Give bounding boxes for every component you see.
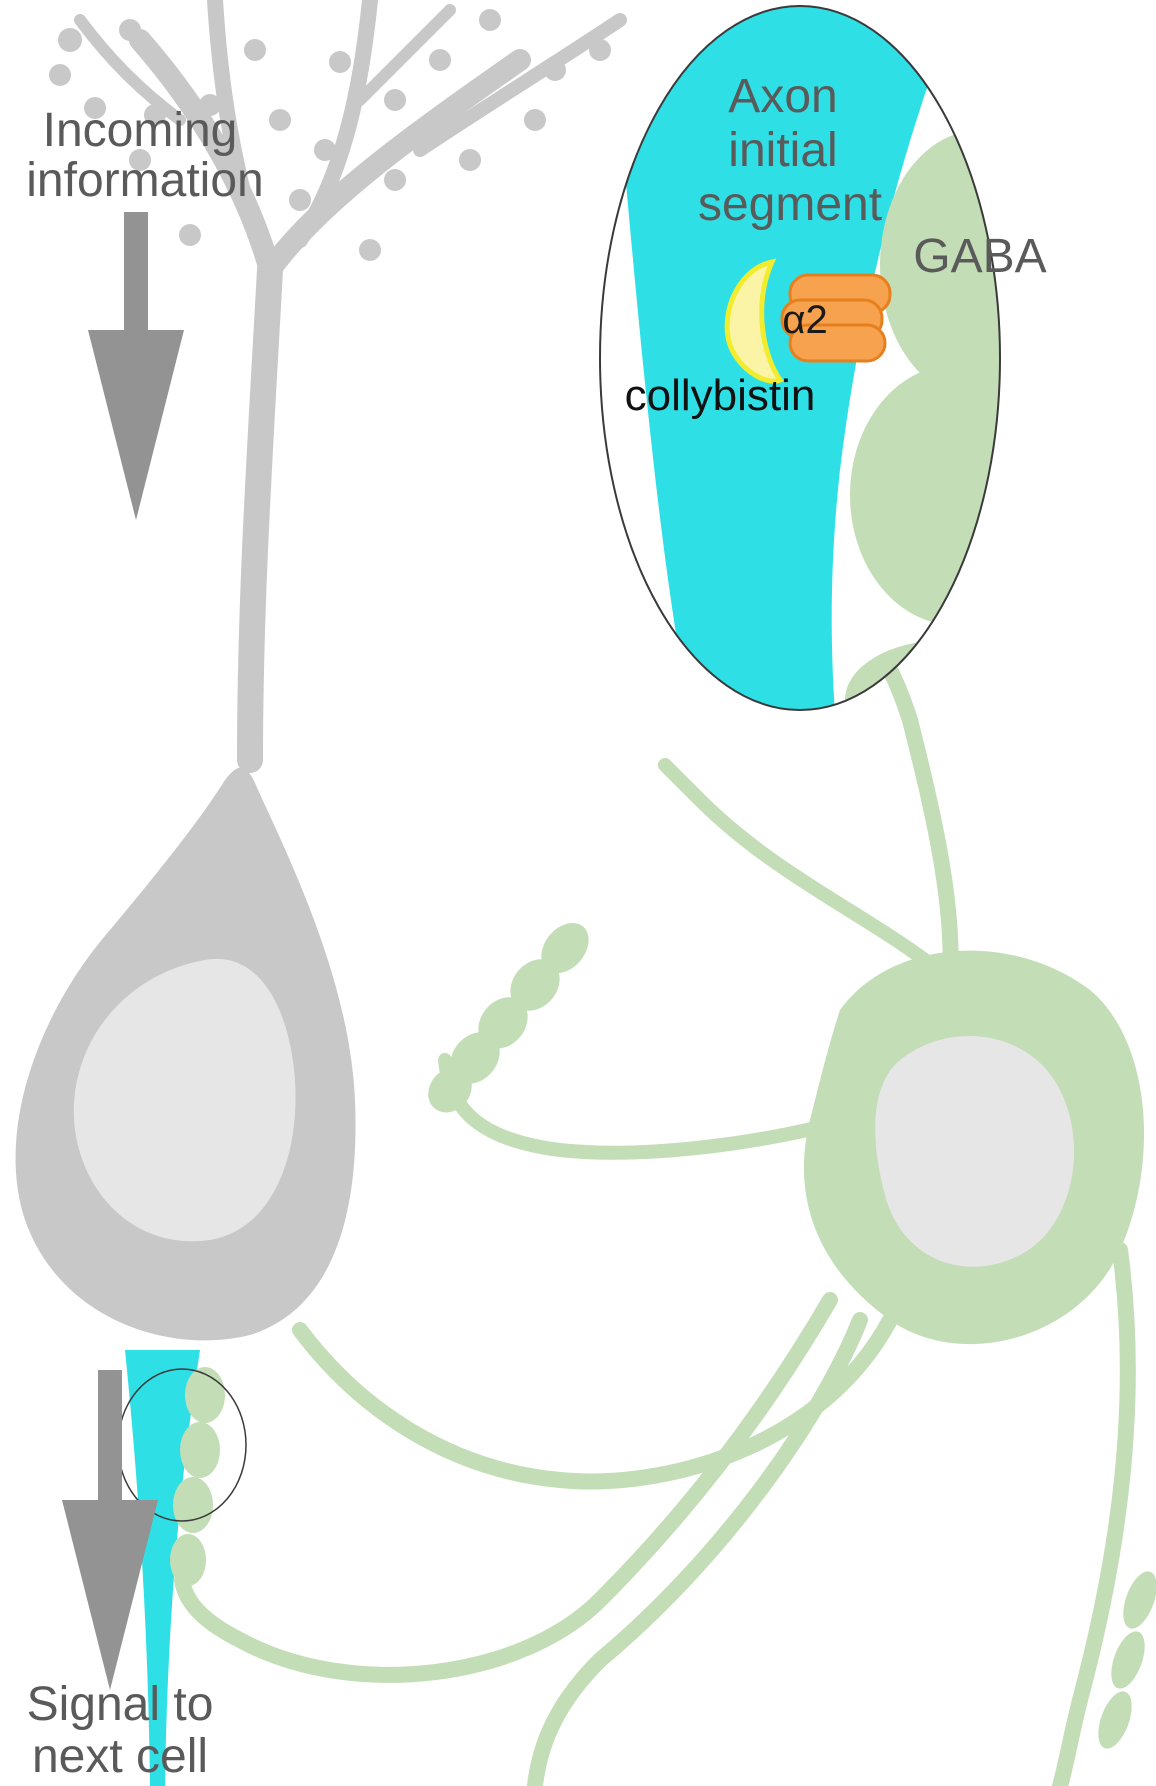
collybistin-label: collybistin (625, 371, 816, 420)
signal-label-line2: next cell (32, 1730, 208, 1783)
incoming-label-line1: Incoming (43, 104, 238, 157)
interneuron-branch-upleft (665, 765, 950, 980)
interneuron-nucleus (875, 1036, 1074, 1267)
ais-label-line3: segment (698, 178, 882, 231)
ais-label-line1: Axon (728, 70, 837, 123)
down-arrow-icon (88, 212, 184, 520)
interneuron-process-lower (182, 1300, 830, 1675)
bouton-cluster-upper (419, 914, 598, 1122)
incoming-label-line2: information (26, 154, 263, 207)
interneuron-process-down (535, 1320, 860, 1786)
ais-label-line2: initial (728, 124, 837, 177)
interneuron-axon-up (890, 670, 951, 980)
gaba-label: GABA (913, 230, 1046, 283)
interneuron-process-curl (445, 1060, 845, 1153)
signal-label-line1: Signal to (27, 1678, 214, 1731)
alpha2-label: α2 (782, 298, 827, 342)
